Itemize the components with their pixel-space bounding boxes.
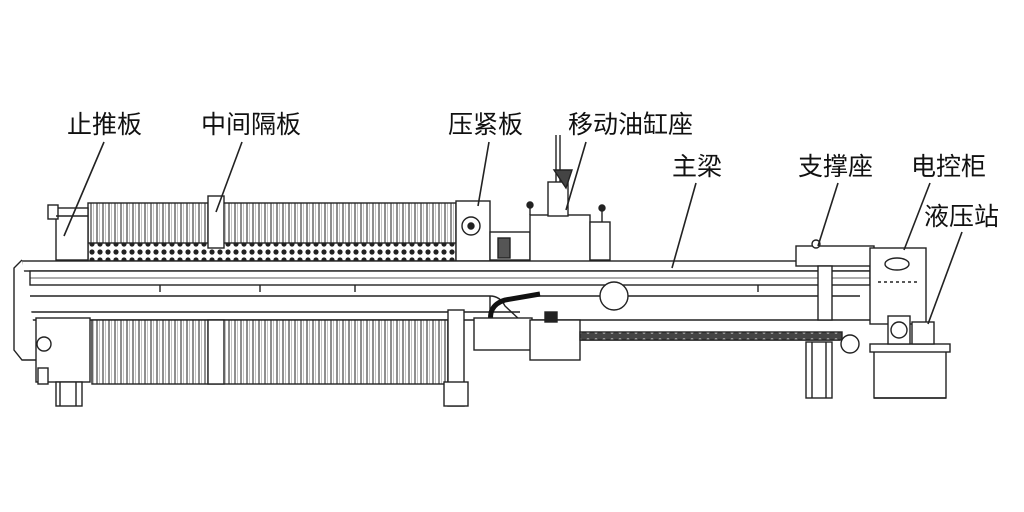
label-middle-plate: 中间隔板 [201,110,302,139]
lower-plate-pack [91,309,469,407]
leader-lines [63,141,963,325]
main-beam-top [21,260,871,292]
label-press-plate: 压紧板 [448,110,524,139]
stop-plate-top [47,204,89,261]
press-plate-top [455,200,531,262]
label-stop-plate: 止推板 [67,110,143,139]
control-cabinet [869,247,927,325]
label-hydraulic-station: 液压站 [924,202,1000,231]
drive-chain [579,331,843,341]
support-seat [795,239,875,399]
label-cylinder-seat: 移动油缸座 [568,110,694,139]
hydraulic-station [869,315,951,399]
cylinder-seat [526,135,611,264]
label-control-cabinet: 电控柜 [911,152,987,181]
left-frame [13,259,91,407]
chain-sprocket [840,334,860,354]
label-support-seat: 支撑座 [798,152,874,181]
hydraulic-cylinder [473,311,840,361]
label-main-beam: 主梁 [672,152,723,181]
upper-plate-pack [87,195,457,262]
